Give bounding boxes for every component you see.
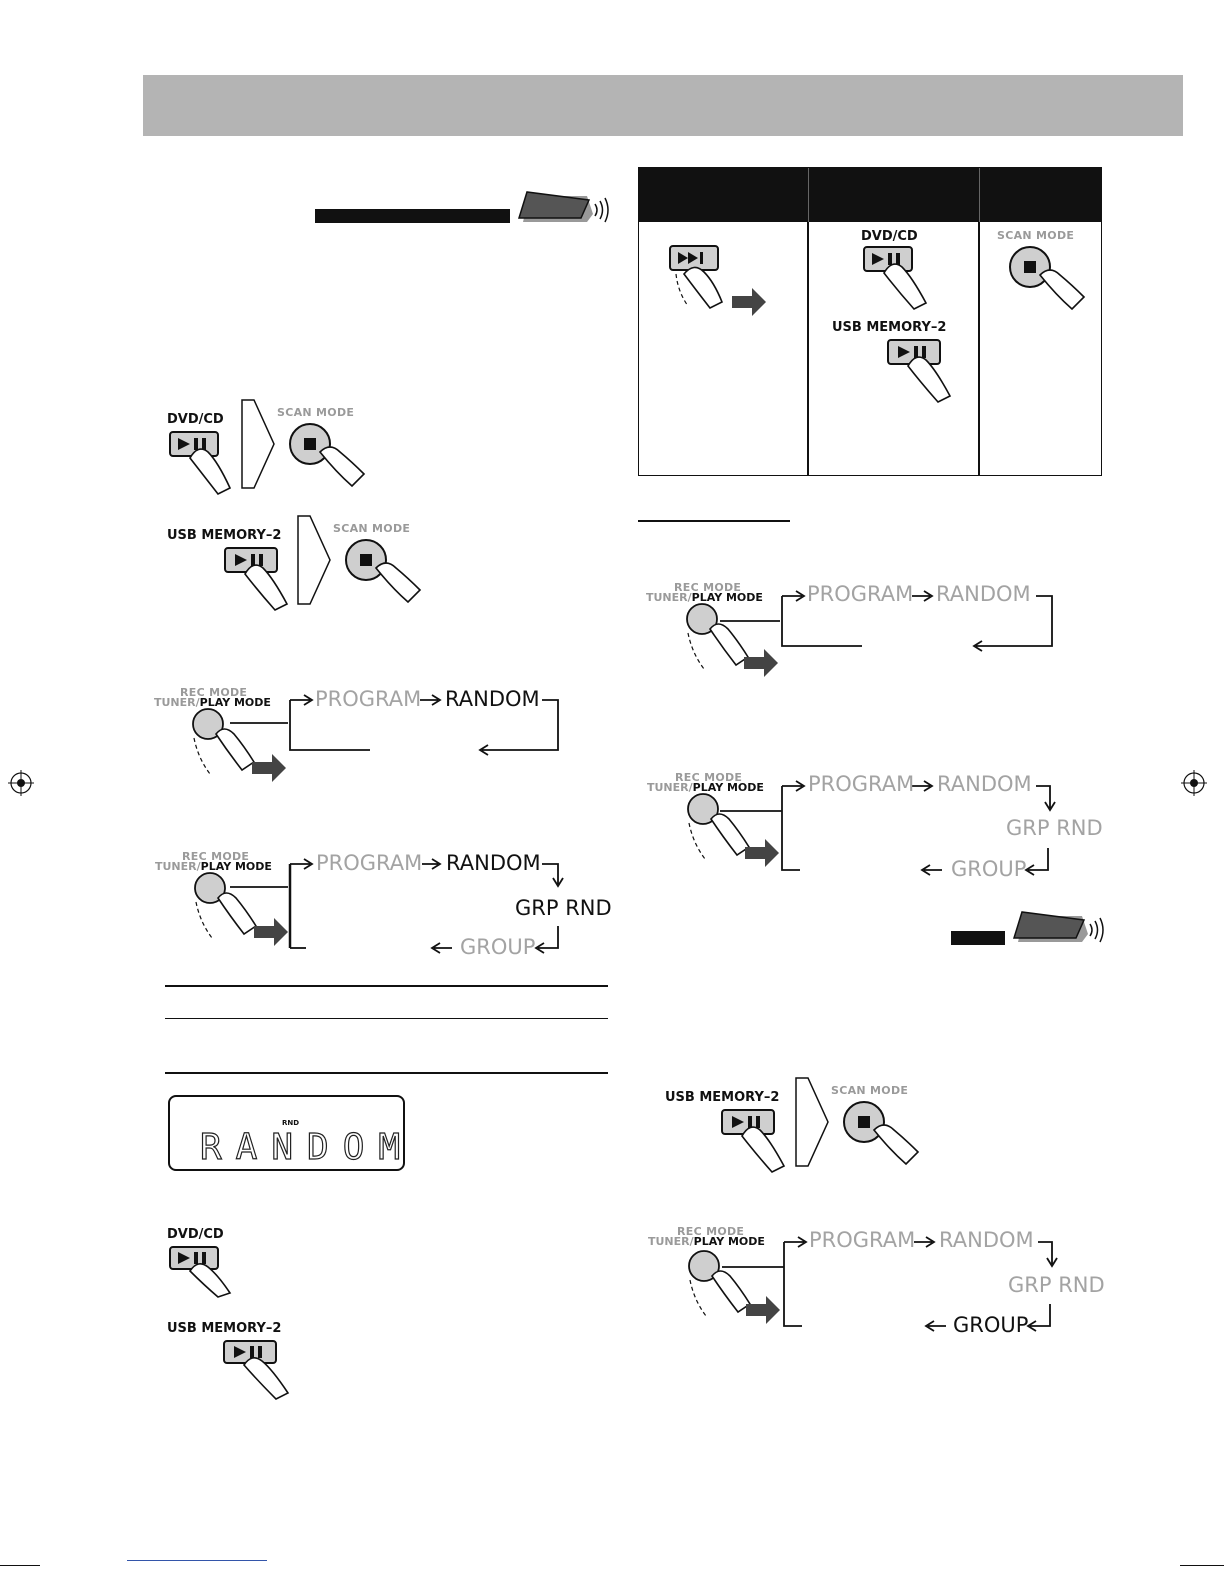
rule <box>165 985 608 987</box>
flow-grp-rnd: GRP RND <box>1008 1273 1105 1297</box>
scan-mode-stop-button[interactable] <box>344 538 424 610</box>
scan-mode-label: SCAN MODE <box>333 522 411 535</box>
trim-line <box>0 1565 40 1566</box>
rec-mode-label: REC MODE <box>677 1225 745 1238</box>
play-pause-button[interactable] <box>222 1339 294 1400</box>
flow-random: RANDOM <box>937 772 1032 796</box>
flow-program: PROGRAM <box>809 1228 916 1252</box>
usb-memory-2-label: USB MEMORY–2 <box>167 1321 282 1336</box>
usb-memory-2-label: USB MEMORY–2 <box>167 528 282 543</box>
play-pause-button[interactable] <box>168 1245 238 1298</box>
sequence-arrow <box>795 1077 829 1167</box>
play-mode-flow-lines <box>720 780 1056 876</box>
play-mode-flow-lines <box>720 590 1053 652</box>
table-divider <box>978 168 980 476</box>
play-mode-flow-lines <box>722 1236 1058 1332</box>
table-divider <box>807 168 809 476</box>
tuner-play-mode-label: TUNER/PLAY MODE <box>648 1235 765 1248</box>
subheading-underline <box>638 520 790 522</box>
rec-mode-label: REC MODE <box>674 581 742 594</box>
registration-mark-icon <box>1181 770 1207 796</box>
rec-mode-label: REC MODE <box>180 686 248 699</box>
play-mode-button[interactable] <box>684 1250 784 1326</box>
rule <box>165 1072 608 1074</box>
lcd-display: RND RANDOM <box>168 1095 405 1171</box>
scan-mode-label: SCAN MODE <box>831 1084 909 1097</box>
table-divider-light <box>808 168 809 222</box>
dvd-cd-label: DVD/CD <box>167 1227 224 1242</box>
play-pause-button[interactable] <box>168 430 238 496</box>
dvd-cd-label: DVD/CD <box>167 412 224 427</box>
play-mode-button[interactable] <box>683 793 783 869</box>
rnd-indicator: RND <box>282 1119 300 1127</box>
registration-mark-icon <box>8 770 34 796</box>
scan-mode-stop-button[interactable] <box>1008 245 1088 317</box>
play-mode-flow-lines <box>230 694 559 756</box>
flow-grp-rnd: GRP RND <box>515 896 612 920</box>
flow-group: GROUP <box>951 857 1027 881</box>
operations-table <box>638 167 1102 476</box>
flow-group: GROUP <box>460 935 536 959</box>
flow-program: PROGRAM <box>807 582 914 606</box>
play-pause-button[interactable] <box>223 546 293 612</box>
table-divider-light <box>979 168 980 222</box>
play-mode-button[interactable] <box>682 603 782 679</box>
tuner-play-mode-label: TUNER/PLAY MODE <box>646 591 763 604</box>
flow-program: PROGRAM <box>315 687 422 711</box>
section-title-bar <box>951 931 1005 945</box>
flow-group: GROUP <box>953 1313 1029 1337</box>
usb-memory-2-label: USB MEMORY–2 <box>832 320 947 335</box>
tuner-play-mode-label: TUNER/PLAY MODE <box>154 696 271 709</box>
play-mode-button[interactable] <box>190 872 290 948</box>
skip-forward-button[interactable] <box>668 244 778 322</box>
flow-random: RANDOM <box>446 851 541 875</box>
dvd-cd-label: DVD/CD <box>861 229 918 244</box>
play-mode-flow-lines <box>230 858 564 954</box>
scan-mode-stop-button[interactable] <box>288 422 368 494</box>
table-header-row <box>639 168 1101 222</box>
flow-random: RANDOM <box>445 687 540 711</box>
flow-program: PROGRAM <box>808 772 915 796</box>
flow-random: RANDOM <box>939 1228 1034 1252</box>
rec-mode-label: REC MODE <box>182 850 250 863</box>
sequence-arrow <box>297 515 331 605</box>
sequence-arrow <box>241 399 275 489</box>
flow-random: RANDOM <box>936 582 1031 606</box>
scan-mode-label: SCAN MODE <box>277 406 355 419</box>
tuner-play-mode-label: TUNER/PLAY MODE <box>155 860 272 873</box>
rule <box>165 1018 608 1019</box>
lcd-text: RANDOM <box>199 1126 415 1168</box>
trim-line <box>127 1560 267 1561</box>
tuner-play-mode-label: TUNER/PLAY MODE <box>647 781 764 794</box>
play-pause-button[interactable] <box>862 245 934 311</box>
play-pause-button[interactable] <box>886 338 958 404</box>
rec-mode-label: REC MODE <box>675 771 743 784</box>
scan-mode-label: SCAN MODE <box>997 229 1075 242</box>
trim-line <box>1180 1565 1224 1566</box>
remote-signal-icon <box>1012 911 1104 943</box>
flow-program: PROGRAM <box>316 851 423 875</box>
remote-signal-icon <box>517 191 609 223</box>
play-mode-button[interactable] <box>188 708 288 784</box>
usb-memory-2-label: USB MEMORY–2 <box>665 1090 780 1105</box>
scan-mode-stop-button[interactable] <box>842 1100 922 1172</box>
play-pause-button[interactable] <box>720 1108 792 1174</box>
flow-grp-rnd: GRP RND <box>1006 816 1103 840</box>
header-band <box>143 75 1183 136</box>
section-title-bar <box>315 209 510 223</box>
